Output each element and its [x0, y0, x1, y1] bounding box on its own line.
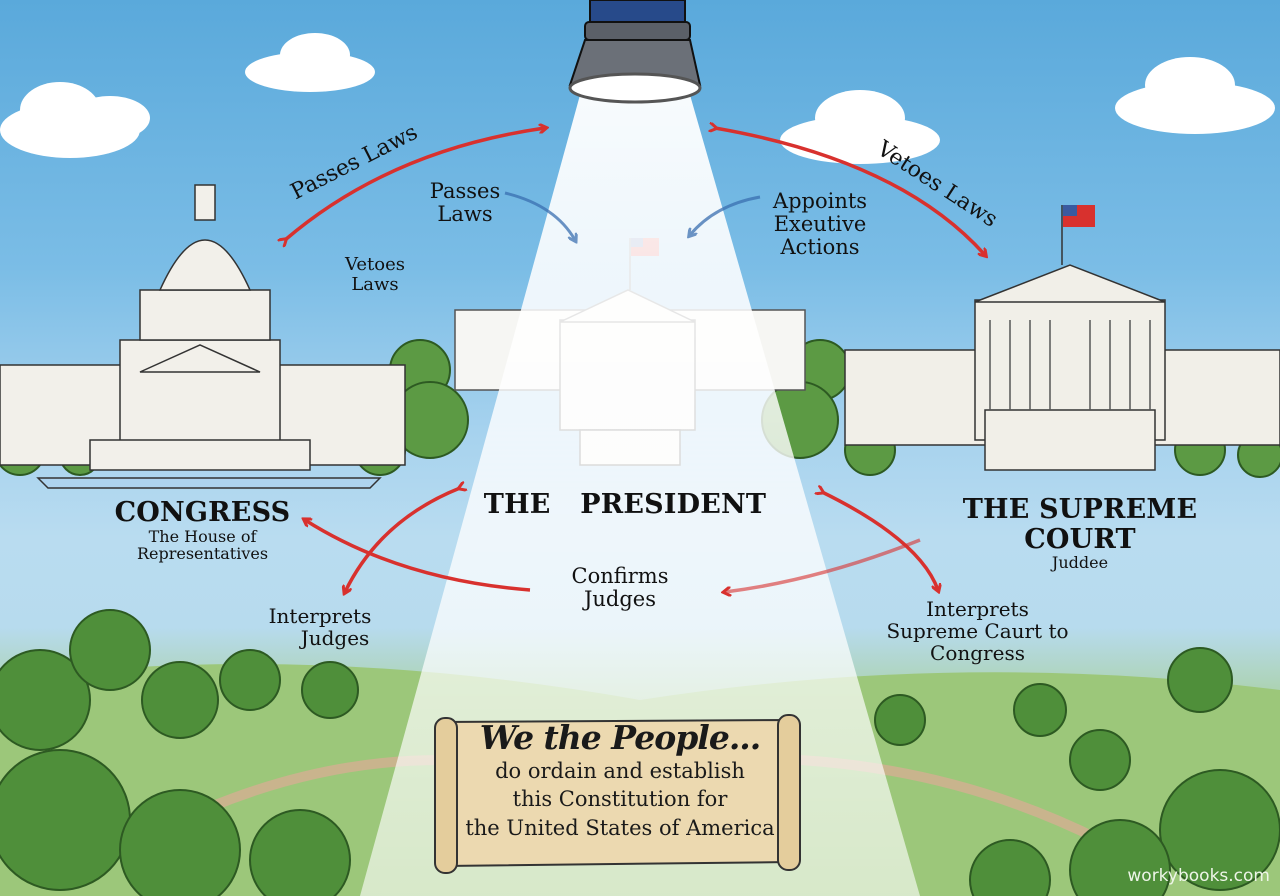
scroll-heading: We the People... [479, 718, 762, 757]
blue-arrows [504, 191, 761, 240]
spotlight-icon [568, 0, 702, 104]
spotlight-beam [360, 95, 920, 896]
congress-label: CONGRESS The House of Representatives [110, 498, 295, 563]
constitution-scroll [434, 714, 801, 874]
watermark: workybooks.com [1127, 866, 1270, 886]
trees [0, 609, 1280, 896]
supreme-court-title: THE SUPREME COURT [962, 494, 1198, 555]
president-title: THE PRESIDENT [483, 489, 767, 520]
supreme-court-building [844, 205, 1280, 471]
supreme-court-label: THE SUPREME COURT Juddee [925, 495, 1235, 572]
scroll-text: We the People... do ordain and establish… [440, 718, 800, 842]
relationship-arrows [285, 128, 985, 592]
congress-title: CONGRESS [114, 497, 291, 528]
capitol-building [0, 184, 406, 489]
